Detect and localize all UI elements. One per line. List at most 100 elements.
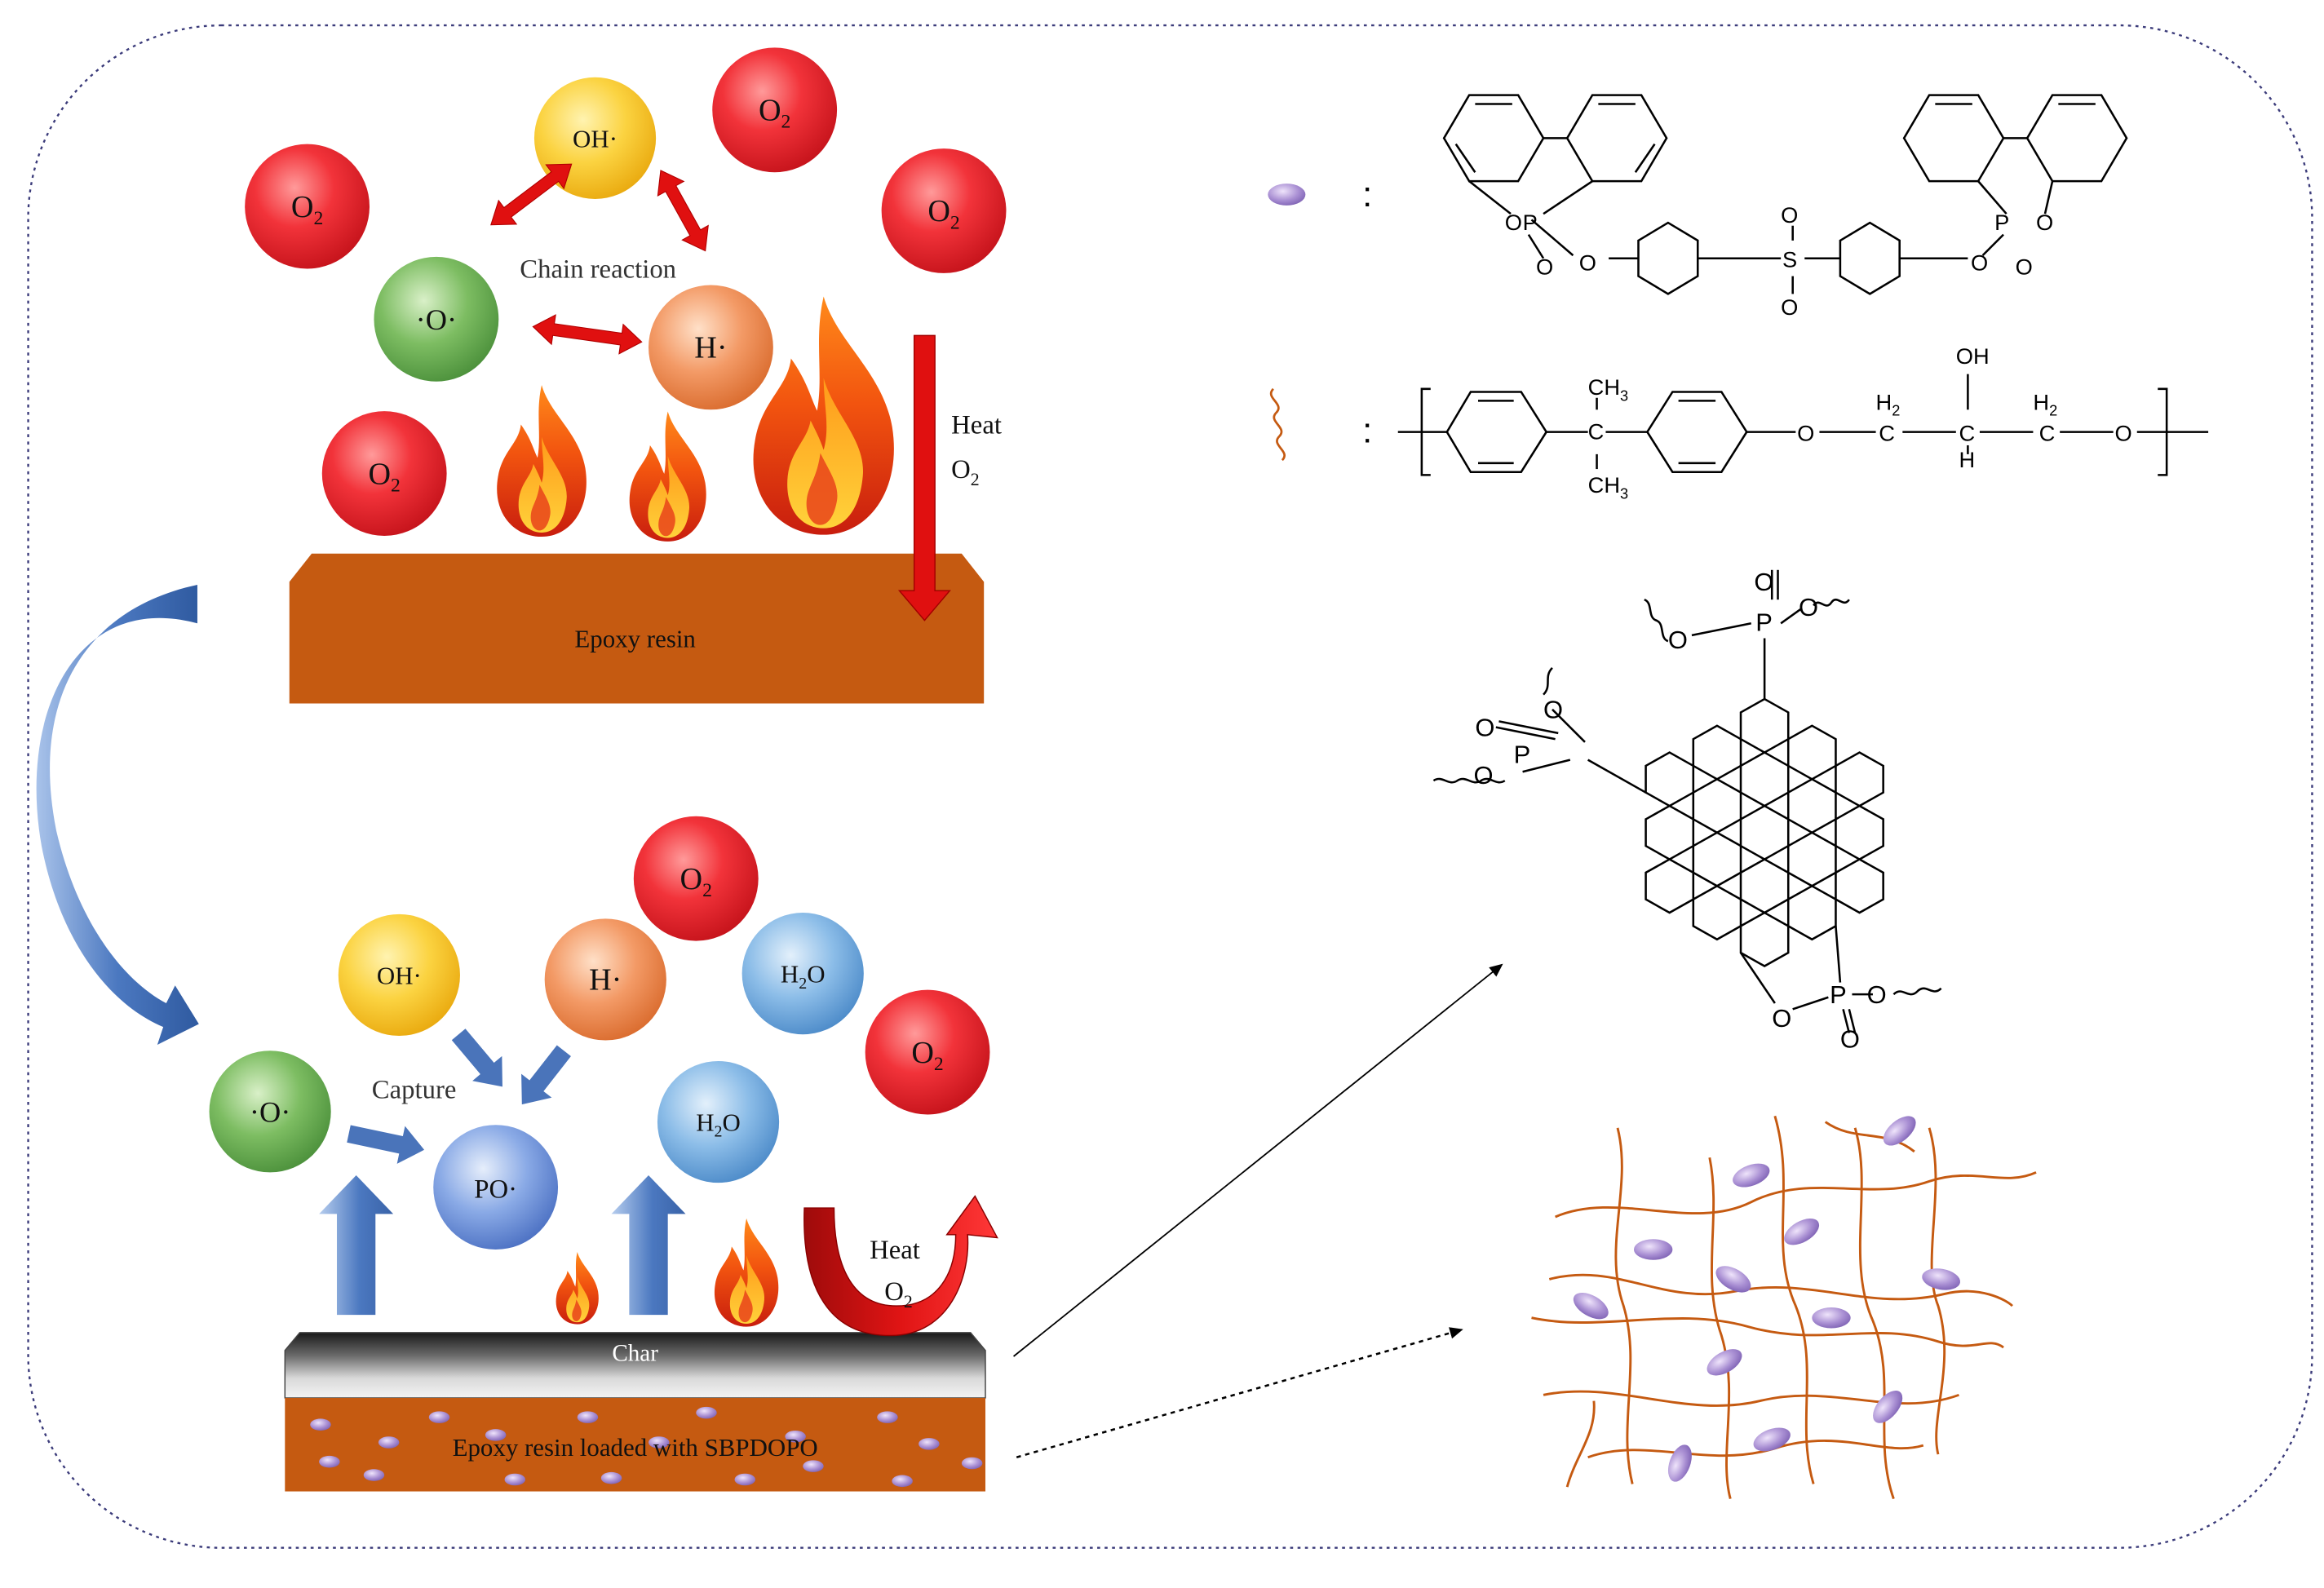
sbpdopo-particle [919,1438,940,1450]
svg-text:O: O [1579,250,1596,275]
svg-text:O2: O2 [927,194,959,233]
o2-molecule [865,989,990,1115]
h2o-molecule [657,1060,780,1183]
heat-return-arrow [803,1195,998,1337]
heat-down-arrow [897,334,951,621]
svg-text:O: O [1536,254,1553,280]
o2-molecule [881,148,1007,273]
o2-molecule [321,411,447,536]
pointer-arrow-to-network [1016,1327,1463,1458]
po-radical [433,1125,559,1250]
svg-text:O: O [1799,593,1818,621]
svg-text::: : [1362,175,1372,215]
flame-icon [714,1218,779,1327]
o-radical [209,1051,331,1173]
pointer-arrow-to-char-structure [1013,963,1503,1357]
loaded-resin-label: Epoxy resin loaded with SBPDOPO [453,1433,818,1462]
svg-text:·O·: ·O· [416,303,457,336]
svg-text:H2O: H2O [781,960,826,993]
chain-reaction-arrows [490,163,709,355]
o2-molecule [712,47,838,173]
svg-text:C: C [2039,421,2056,446]
sbpdopo-particle [1883,1116,1916,1146]
svg-text:P: P [1830,980,1847,1009]
svg-text:H·: H· [694,331,727,365]
sbpdopo-particle [785,1430,806,1443]
svg-text:O: O [1840,1025,1860,1054]
svg-text:C: C [1959,421,1975,446]
oh-radical [338,913,460,1037]
polymer-network [1531,1115,2037,1500]
sbpdopo-particle [600,1471,622,1484]
svg-text:O: O [1781,202,1798,228]
transition-curved-arrow [36,584,199,1045]
bottom-panel: Char Epoxy resin loaded with SBPDOPO Hea… [209,816,998,1492]
svg-text:O: O [1475,714,1494,742]
sbpdopo-particle [378,1436,400,1449]
flame-icon [629,411,706,542]
heat-label-top: Heat [951,410,1002,440]
o2-label-bottom: O2 [884,1277,913,1312]
legend-epoxy-chain: : CH3 C CH3 O H2 [1270,343,2209,502]
svg-text:H2: H2 [1876,389,1901,418]
svg-text:H2O: H2O [696,1108,741,1140]
o-radical [374,256,499,382]
sbpdopo-particle [1753,1427,1791,1452]
o2-molecule [633,816,759,941]
flame-icon [497,385,587,537]
svg-text:H2: H2 [2033,389,2057,418]
sbpdopo-particle [1733,1163,1770,1188]
network-particles [1573,1116,1961,1482]
top-panel: Epoxy resin Heat O2 O2 OH· O2 O2 ·O· H· … [245,47,1007,704]
o2-molecule [245,144,370,269]
bpa-epoxy-structure [1397,374,2209,476]
epoxy-resin-label: Epoxy resin [574,624,696,652]
svg-text:C: C [1879,421,1895,446]
sbpdopo-particle [577,1411,599,1423]
sbpdopo-particle [485,1429,507,1441]
sbpdopo-particle [1634,1239,1673,1260]
svg-text:OH·: OH· [377,961,422,989]
svg-text:P: P [1994,210,2009,235]
svg-text:H·: H· [589,963,622,997]
svg-text:O: O [1668,626,1688,654]
sbpdopo-particle [892,1475,913,1488]
svg-text:O: O [2036,210,2053,235]
sbpdopo-particle [1667,1444,1692,1482]
sbpdopo-particle [696,1406,717,1419]
sbpdopo-structure [1442,94,2128,295]
svg-text:PO·: PO· [474,1174,517,1204]
chain-reaction-label: Chain reaction [520,254,676,284]
svg-text:H: H [1959,447,1975,472]
sbpdopo-particle [1812,1307,1851,1329]
o2-label-top: O2 [951,455,980,489]
svg-text:S: S [1782,247,1797,272]
up-arrow [611,1175,686,1316]
legend-sbpdopo: : [1268,94,2128,320]
char-structure: O P O O O P O O O P O O [1432,568,1942,1054]
svg-text:O: O [2016,254,2033,280]
svg-text:CH3: CH3 [1588,374,1629,404]
network-chains [1531,1115,2037,1500]
up-arrow [319,1175,394,1316]
sbpdopo-particle [877,1411,898,1423]
outer-frame [27,24,2313,1549]
svg-text:P: P [1523,210,1538,235]
svg-text:O: O [1505,210,1522,235]
slab-particles [310,1406,983,1488]
sbpdopo-particle [961,1457,983,1470]
svg-text:P: P [1755,608,1773,636]
sbpdopo-particle [1715,1266,1751,1293]
sbpdopo-particle [363,1469,385,1481]
svg-text:O2: O2 [368,457,400,496]
heat-label-bottom: Heat [870,1236,920,1265]
sbpdopo-particle [310,1418,331,1431]
chain-wavy-icon [1270,387,1286,462]
h2o-molecule [741,913,864,1035]
loaded-resin-slab [285,1397,986,1492]
svg-text:O: O [1867,980,1887,1009]
sbpdopo-particle [1706,1349,1742,1376]
svg-text:O: O [1754,568,1773,596]
sbpdopo-particle [649,1436,670,1449]
